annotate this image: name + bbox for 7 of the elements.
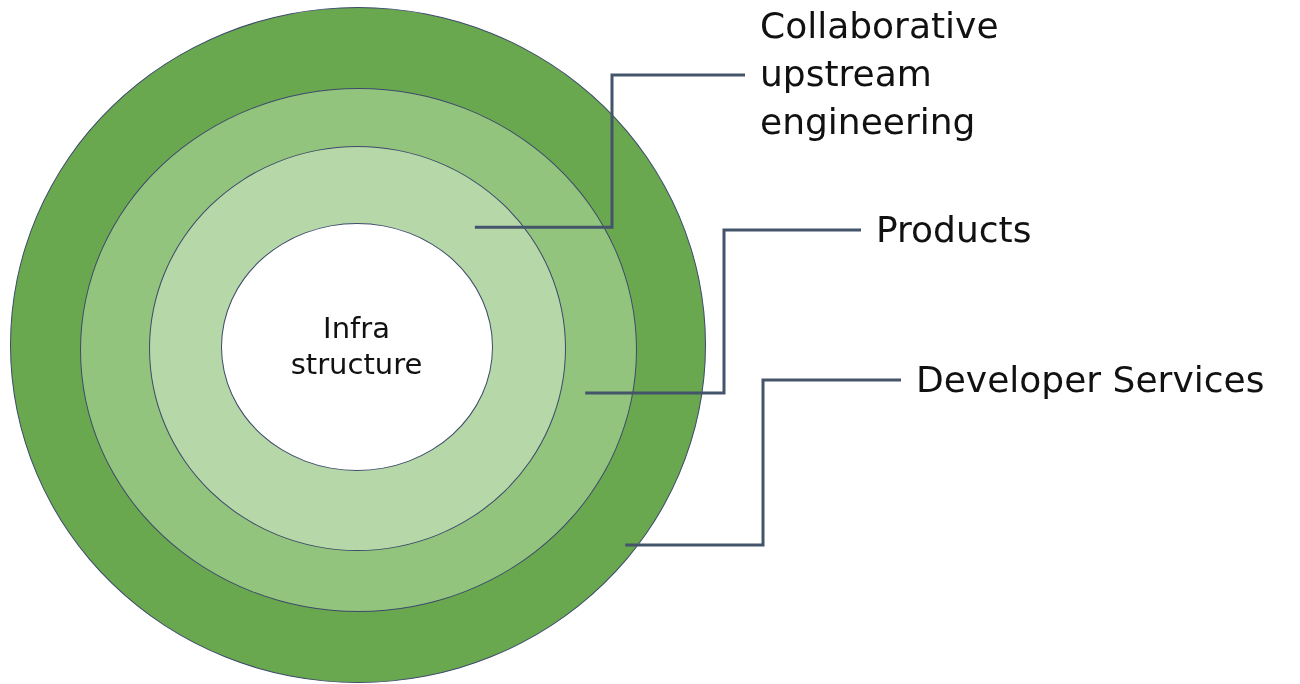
leader-line [625, 378, 901, 547]
center-label: Infra structure [289, 309, 424, 382]
layer-label: Products [876, 206, 1032, 254]
leader-line [585, 228, 861, 395]
layer-label: Developer Services [916, 356, 1265, 404]
layer-label: Collaborative upstream engineering [760, 2, 1060, 146]
leader-line [474, 73, 745, 229]
